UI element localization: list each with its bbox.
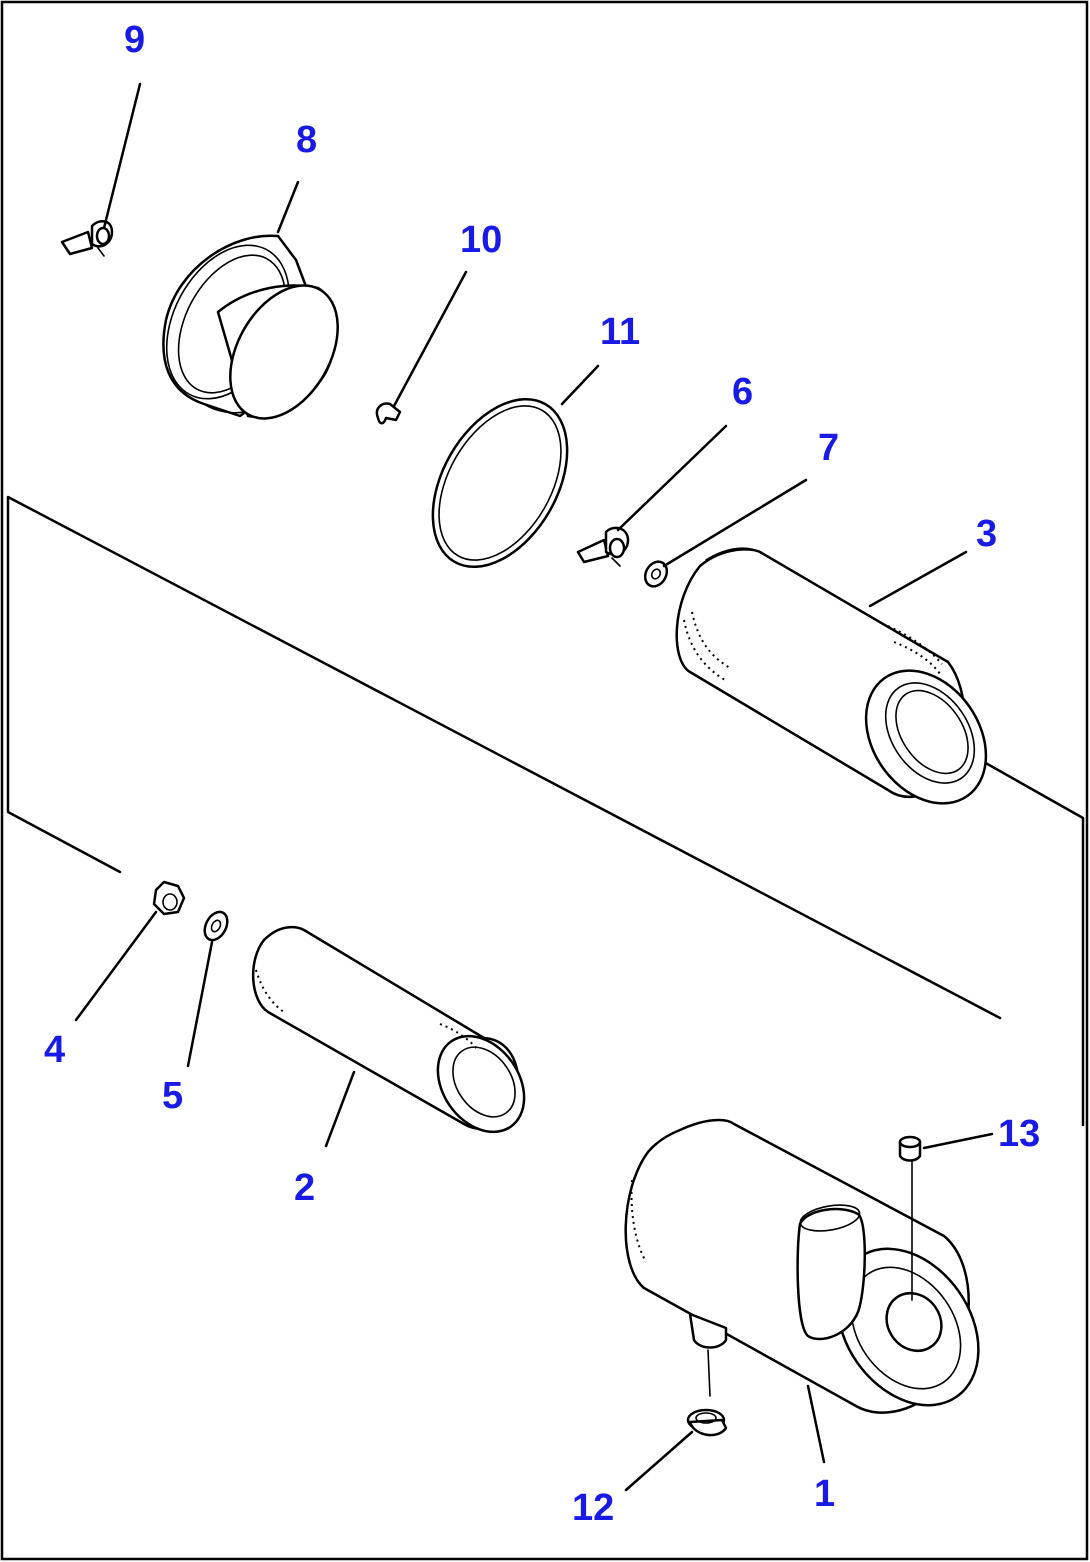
callout-11: 11 bbox=[600, 311, 640, 353]
leader-line-5 bbox=[186, 940, 214, 1068]
leader-line-11 bbox=[560, 364, 600, 406]
leader-line-6 bbox=[616, 424, 728, 532]
washer-part-5 bbox=[203, 910, 229, 942]
callout-7: 7 bbox=[818, 427, 839, 469]
primary-element-part-3 bbox=[675, 547, 988, 805]
callout-13: 13 bbox=[998, 1113, 1040, 1155]
nut-part-4 bbox=[152, 880, 186, 916]
safety-element-part-2 bbox=[252, 925, 526, 1134]
leader-line-7 bbox=[662, 478, 808, 568]
leader-line-12 bbox=[624, 1430, 694, 1492]
callout-12: 12 bbox=[572, 1487, 614, 1529]
leader-line-4 bbox=[74, 910, 158, 1022]
leader-line-8 bbox=[276, 180, 300, 234]
leader-lines bbox=[74, 82, 994, 1492]
leader-line-13 bbox=[922, 1132, 994, 1150]
callout-6: 6 bbox=[732, 371, 753, 413]
washer-part-7 bbox=[643, 560, 669, 588]
leader-line-9 bbox=[102, 82, 142, 230]
callout-9: 9 bbox=[124, 19, 145, 61]
callout-1: 1 bbox=[814, 1473, 835, 1515]
callout-5: 5 bbox=[162, 1075, 183, 1117]
cover-part-8 bbox=[162, 234, 339, 420]
leader-line-3 bbox=[868, 550, 968, 608]
wing-nut-part-9 bbox=[60, 219, 114, 257]
callout-4: 4 bbox=[44, 1029, 65, 1071]
wing-nut-part-6 bbox=[576, 526, 630, 567]
callout-10: 10 bbox=[460, 219, 502, 261]
callout-labels: 9 8 10 11 6 7 3 4 5 2 13 12 1 bbox=[44, 19, 1040, 1529]
callout-3: 3 bbox=[976, 513, 997, 555]
callout-2: 2 bbox=[294, 1167, 315, 1209]
clip-part-10 bbox=[375, 402, 402, 425]
assembly-bracket bbox=[6, 495, 1085, 1127]
valve-part-12 bbox=[686, 1408, 728, 1437]
callout-8: 8 bbox=[296, 119, 317, 161]
o-ring-part-11 bbox=[431, 397, 569, 569]
cap-part-13 bbox=[898, 1135, 922, 1162]
leader-line-2 bbox=[324, 1070, 356, 1148]
leader-line-10 bbox=[392, 270, 468, 408]
leader-line-1 bbox=[806, 1384, 826, 1464]
housing-part-1 bbox=[624, 1118, 980, 1414]
